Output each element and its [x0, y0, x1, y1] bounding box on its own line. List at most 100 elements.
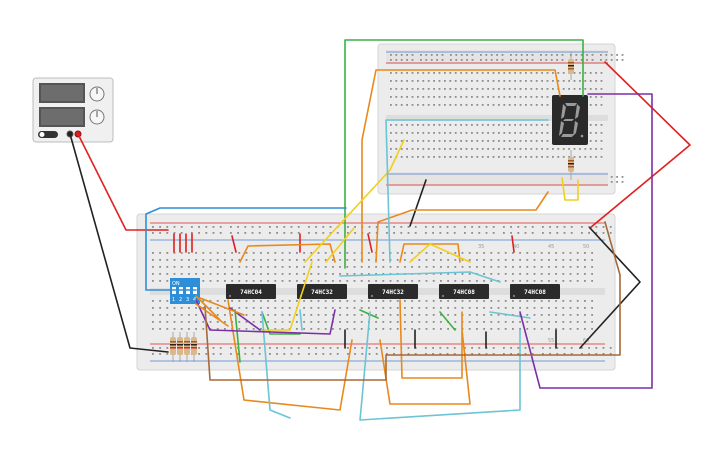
breadboard-hole[interactable]: [497, 328, 500, 330]
breadboard-hole[interactable]: [216, 273, 219, 275]
breadboard-hole[interactable]: [346, 252, 349, 254]
breadboard-hole[interactable]: [548, 314, 550, 316]
breadboard-hole[interactable]: [324, 259, 327, 261]
breadboard-hole[interactable]: [411, 280, 413, 282]
breadboard-hole[interactable]: [245, 300, 248, 302]
breadboard-hole[interactable]: [562, 307, 565, 309]
breadboard-hole[interactable]: [487, 72, 489, 74]
breadboard-hole[interactable]: [438, 80, 441, 82]
breadboard-hole[interactable]: [159, 273, 161, 275]
breadboard-hole[interactable]: [339, 266, 341, 268]
breadboard-hole[interactable]: [531, 232, 534, 234]
breadboard-hole[interactable]: [400, 59, 403, 61]
breadboard-hole[interactable]: [600, 88, 603, 90]
breadboard-hole[interactable]: [252, 307, 255, 309]
breadboard-hole[interactable]: [515, 59, 518, 61]
breadboard-hole[interactable]: [417, 96, 419, 98]
breadboard-hole[interactable]: [490, 273, 493, 275]
breadboard-hole[interactable]: [267, 314, 269, 316]
breadboard-hole[interactable]: [244, 353, 247, 355]
breadboard-hole[interactable]: [404, 321, 406, 323]
breadboard-hole[interactable]: [368, 273, 370, 275]
breadboard-hole[interactable]: [519, 328, 521, 330]
breadboard-hole[interactable]: [195, 252, 197, 254]
breadboard-hole[interactable]: [422, 132, 425, 134]
breadboard-hole[interactable]: [425, 280, 428, 282]
breadboard-hole[interactable]: [562, 328, 565, 330]
breadboard-hole[interactable]: [514, 132, 516, 134]
breadboard-hole[interactable]: [535, 96, 538, 98]
breadboard-hole[interactable]: [483, 252, 485, 254]
breadboard-hole[interactable]: [315, 347, 317, 349]
breadboard-hole[interactable]: [400, 54, 403, 56]
breadboard-hole[interactable]: [476, 148, 479, 150]
breadboard-hole[interactable]: [274, 252, 277, 254]
breadboard-hole[interactable]: [347, 232, 349, 234]
breadboard-hole[interactable]: [427, 132, 430, 134]
breadboard-hole[interactable]: [550, 59, 553, 61]
breadboard-hole[interactable]: [485, 226, 488, 228]
breadboard-hole[interactable]: [159, 232, 161, 234]
breadboard-hole[interactable]: [476, 156, 479, 158]
breadboard-hole[interactable]: [610, 181, 613, 183]
breadboard-hole[interactable]: [441, 59, 444, 61]
breadboard-hole[interactable]: [209, 273, 212, 275]
breadboard-hole[interactable]: [281, 307, 284, 309]
breadboard-hole[interactable]: [519, 132, 522, 134]
breadboard-hole[interactable]: [546, 140, 549, 142]
breadboard-hole[interactable]: [173, 273, 176, 275]
breadboard-hole[interactable]: [589, 132, 592, 134]
breadboard-hole[interactable]: [498, 72, 500, 74]
breadboard-hole[interactable]: [353, 328, 356, 330]
breadboard-hole[interactable]: [568, 88, 570, 90]
breadboard-hole[interactable]: [465, 124, 468, 126]
breadboard-hole[interactable]: [490, 252, 493, 254]
breadboard-hole[interactable]: [546, 96, 549, 98]
breadboard-hole[interactable]: [520, 59, 523, 61]
breadboard-hole[interactable]: [209, 266, 212, 268]
breadboard-hole[interactable]: [616, 59, 618, 61]
breadboard-hole[interactable]: [400, 232, 403, 234]
breadboard-hole[interactable]: [526, 59, 528, 61]
breadboard-hole[interactable]: [281, 266, 284, 268]
breadboard-hole[interactable]: [411, 156, 414, 158]
breadboard-hole[interactable]: [555, 307, 557, 309]
breadboard-hole[interactable]: [584, 280, 586, 282]
breadboard-hole[interactable]: [198, 232, 200, 234]
breadboard-hole[interactable]: [525, 140, 527, 142]
breadboard-hole[interactable]: [540, 321, 543, 323]
breadboard-hole[interactable]: [481, 104, 484, 106]
breadboard-hole[interactable]: [288, 314, 291, 316]
breadboard-hole[interactable]: [390, 156, 392, 158]
breadboard-hole[interactable]: [530, 104, 533, 106]
breadboard-hole[interactable]: [297, 226, 300, 228]
breadboard-hole[interactable]: [440, 328, 442, 330]
breadboard-hole[interactable]: [533, 273, 536, 275]
breadboard-hole[interactable]: [512, 280, 514, 282]
breadboard-hole[interactable]: [216, 266, 219, 268]
breadboard-hole[interactable]: [395, 72, 398, 74]
breadboard-hole[interactable]: [173, 328, 176, 330]
breadboard-hole[interactable]: [166, 300, 169, 302]
breadboard-hole[interactable]: [580, 54, 583, 56]
breadboard-hole[interactable]: [490, 328, 493, 330]
breadboard-hole[interactable]: [525, 104, 527, 106]
breadboard-hole[interactable]: [570, 347, 573, 349]
breadboard-hole[interactable]: [406, 132, 408, 134]
breadboard-hole[interactable]: [303, 321, 305, 323]
breadboard-hole[interactable]: [283, 232, 286, 234]
breadboard-hole[interactable]: [525, 148, 527, 150]
breadboard-hole[interactable]: [454, 280, 457, 282]
breadboard-hole[interactable]: [354, 347, 356, 349]
breadboard-hole[interactable]: [595, 148, 597, 150]
breadboard-hole[interactable]: [568, 148, 570, 150]
breadboard-hole[interactable]: [417, 88, 419, 90]
breadboard-hole[interactable]: [600, 72, 603, 74]
breadboard-hole[interactable]: [498, 148, 500, 150]
breadboard-hole[interactable]: [274, 300, 277, 302]
breadboard-hole[interactable]: [368, 259, 370, 261]
breadboard-hole[interactable]: [159, 226, 161, 228]
breadboard-hole[interactable]: [562, 300, 565, 302]
breadboard-hole[interactable]: [476, 300, 478, 302]
breadboard-hole[interactable]: [540, 314, 543, 316]
